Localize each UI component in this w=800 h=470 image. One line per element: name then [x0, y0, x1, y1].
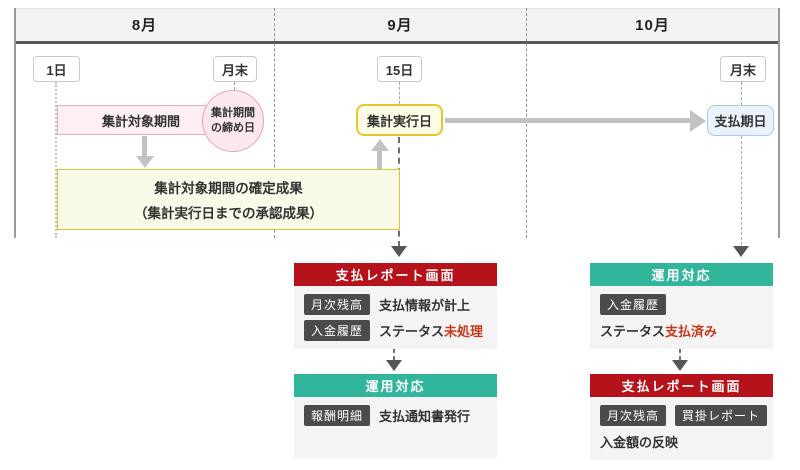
operations-card-bottom-left: 運用対応 報酬明細 支払通知書発行	[294, 374, 497, 458]
month-label-september: 9月	[387, 17, 413, 34]
tag-chip-deposit-history: 入金履歴	[304, 320, 371, 341]
month-header-band	[15, 8, 779, 41]
card-body: 入金履歴 ステータス支払済み	[590, 286, 773, 349]
flow-arrow-right-2-line	[679, 348, 681, 361]
status-value-paid: 支払済み	[665, 324, 718, 339]
row-text: ステータス支払済み	[600, 321, 717, 340]
arrow-up-shaft	[377, 150, 382, 169]
card-header-operations: 運用対応	[590, 263, 773, 286]
status-value-unprocessed: 未処理	[444, 324, 484, 339]
card-row: 報酬明細 支払通知書発行	[304, 405, 487, 426]
month-label-august: 8月	[131, 17, 158, 34]
card-row: 月次残高 買掛レポート	[600, 405, 768, 426]
month-separator-sep-oct	[526, 8, 527, 238]
flow-arrow-left-2-icon	[386, 360, 402, 371]
tag-chip-monthly-balance: 月次残高	[304, 294, 371, 315]
oct-eom-connector-line	[741, 82, 742, 105]
card-body: 月次残高 支払情報が計上 入金履歴 ステータス未処理	[294, 286, 497, 349]
arrow-right-shaft	[445, 118, 691, 123]
card-row: 月次残高 支払情報が計上	[304, 294, 487, 315]
closing-date-circle: 集計期間 の締め日	[202, 90, 264, 152]
card-row: ステータス支払済み	[600, 320, 763, 341]
aug-eom-connector-line	[234, 82, 235, 90]
card-body: 月次残高 買掛レポート 入金額の反映	[590, 397, 773, 460]
tag-chip-monthly-balance: 月次残高	[600, 405, 667, 426]
card-body: 報酬明細 支払通知書発行	[294, 397, 497, 458]
flow-arrow-left-1-icon	[391, 246, 407, 257]
card-row: 入金履歴 ステータス未処理	[304, 320, 487, 341]
day-marker-aug-1: 1日	[33, 56, 80, 82]
row-text: 入金額の反映	[600, 435, 679, 450]
row-text: 支払通知書発行	[379, 409, 471, 424]
month-separator-aug-sep	[274, 8, 275, 238]
month-label-october: 10月	[635, 17, 670, 34]
tag-chip-remuneration-detail: 報酬明細	[304, 405, 371, 426]
arrow-up-icon	[371, 139, 389, 151]
confirmed-results-line1: 集計対象期間の確定成果	[154, 181, 303, 196]
operations-card-top-right: 運用対応 入金履歴 ステータス支払済み	[590, 263, 773, 349]
row-text: ステータス未処理	[379, 321, 483, 340]
flow-arrow-right-1-icon	[733, 246, 749, 257]
aggregation-period-band: 集計対象期間	[57, 105, 225, 135]
status-prefix: ステータス	[600, 324, 666, 339]
payment-report-card-top: 支払レポート画面 月次残高 支払情報が計上 入金履歴 ステータス未処理	[294, 263, 497, 349]
card-row: 入金履歴	[600, 294, 763, 315]
tag-chip-deposit-history: 入金履歴	[600, 294, 667, 315]
flow-arrow-left-2-line	[393, 348, 395, 361]
card-row: 入金額の反映	[600, 431, 763, 452]
payment-due-drop-line	[741, 136, 742, 245]
header-divider-rule	[14, 41, 780, 44]
tag-chip-accounts-payable-report: 買掛レポート	[675, 405, 768, 426]
closing-date-line1: 集計期間	[211, 107, 255, 120]
payment-due-box: 支払期日	[707, 105, 774, 136]
card-header-payment-report: 支払レポート画面	[294, 263, 497, 286]
sep15-connector-line	[399, 82, 400, 104]
day-marker-aug-eom: 月末	[213, 56, 257, 82]
card-header-payment-report: 支払レポート画面	[590, 374, 773, 397]
arrow-right-icon	[690, 110, 706, 132]
arrow-down-shaft	[142, 136, 147, 157]
confirmed-results-line2: （集計実行日までの承認成果）	[134, 206, 323, 221]
card-header-operations: 運用対応	[294, 374, 497, 397]
timeline-right-border	[778, 8, 780, 238]
arrow-down-icon	[136, 156, 154, 168]
execution-day-box: 集計実行日	[356, 104, 443, 136]
status-prefix: ステータス	[379, 324, 445, 339]
payment-report-card-bottom: 支払レポート画面 月次残高 買掛レポート 入金額の反映	[590, 374, 773, 460]
timeline-left-border	[14, 8, 16, 238]
confirmed-results-box: 集計対象期間の確定成果 （集計実行日までの承認成果）	[57, 169, 400, 230]
day1-dotted-line	[55, 82, 57, 238]
day-marker-sep-15: 15日	[377, 56, 422, 82]
closing-date-line2: の締め日	[211, 122, 255, 134]
row-text: 支払情報が計上	[379, 298, 471, 313]
flow-arrow-right-2-icon	[672, 360, 688, 371]
day-marker-oct-eom: 月末	[720, 56, 766, 82]
